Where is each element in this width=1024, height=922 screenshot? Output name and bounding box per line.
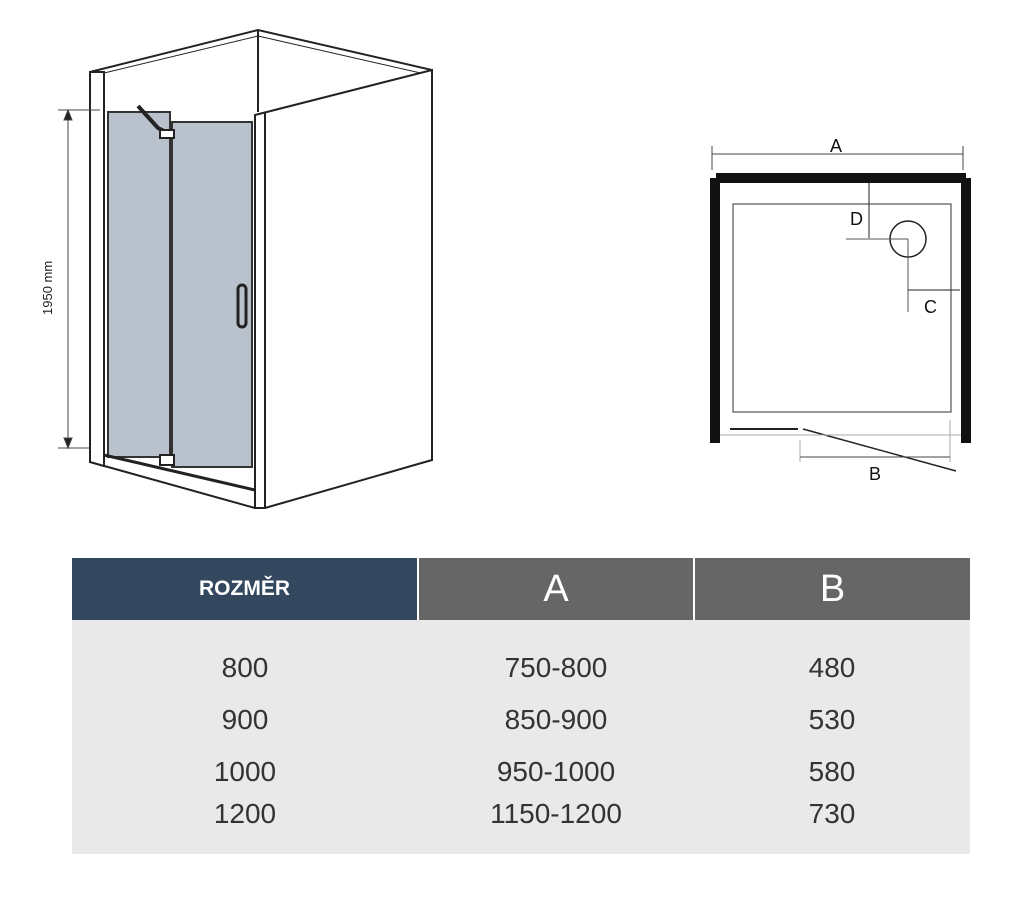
cell-a: 950-1000 xyxy=(496,756,616,787)
door-handle xyxy=(236,283,248,329)
cell-a: 1150-1200 xyxy=(490,798,622,829)
table-row: 1000 950-1000 580 xyxy=(72,746,970,798)
fixed-glass-panel xyxy=(107,111,171,458)
door-glass-panel xyxy=(171,121,253,468)
header-b: B xyxy=(694,558,970,620)
cell-size: 800 xyxy=(221,652,269,683)
cell-b: 530 xyxy=(808,704,856,735)
table-row: 1200 1150-1200 730 xyxy=(72,798,970,854)
header-a: A xyxy=(418,558,695,620)
dimension-table: ROZMĚR A B 800 750-800 480 900 850-900 5… xyxy=(72,558,970,854)
shower-diagrams: 1950 mm A D C B xyxy=(40,28,971,510)
plan-drawing xyxy=(710,146,971,472)
height-dimension xyxy=(58,108,100,450)
table-row: 800 750-800 480 xyxy=(72,642,970,694)
cell-b: 730 xyxy=(808,798,856,829)
cell-a: 750-800 xyxy=(504,652,608,683)
plan-label-d: D xyxy=(850,209,863,229)
elevation-drawing xyxy=(89,28,433,510)
cell-size: 1200 xyxy=(213,798,277,829)
table-row: 900 850-900 530 xyxy=(72,694,970,746)
cell-size: 1000 xyxy=(213,756,277,787)
plan-label-b: B xyxy=(869,464,881,484)
plan-label-c: C xyxy=(924,297,937,317)
height-label: 1950 mm xyxy=(40,261,55,315)
cell-b: 580 xyxy=(808,756,856,787)
cell-b: 480 xyxy=(808,652,856,683)
cell-size: 900 xyxy=(221,704,269,735)
plan-label-a: A xyxy=(830,136,842,156)
header-rozmer: ROZMĚR xyxy=(72,558,419,620)
cell-a: 850-900 xyxy=(504,704,608,735)
